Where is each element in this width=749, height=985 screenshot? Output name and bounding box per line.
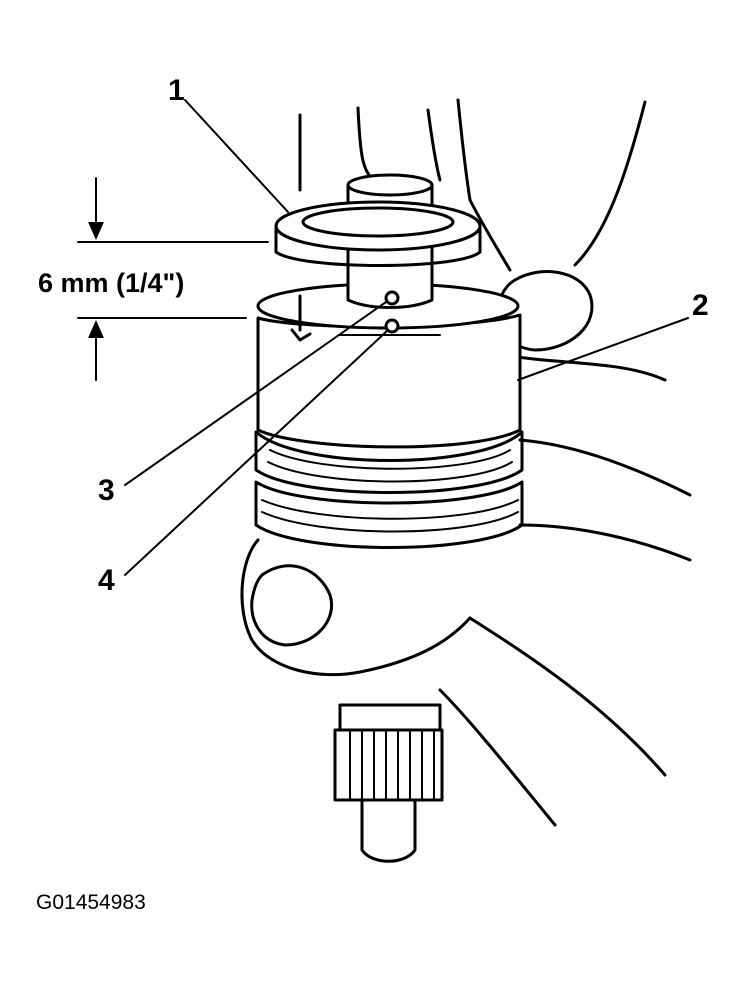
pin-3 bbox=[384, 290, 400, 306]
callout-2: 2 bbox=[692, 289, 709, 322]
lower-hand-drawing bbox=[240, 438, 692, 827]
callout-4: 4 bbox=[98, 564, 115, 597]
callout-1: 1 bbox=[168, 74, 185, 107]
callout-3: 3 bbox=[98, 474, 115, 507]
dimension-marker: 6 mm (1/4") bbox=[38, 177, 269, 381]
dimension-label: 6 mm (1/4") bbox=[38, 268, 184, 298]
nozzle-tip bbox=[333, 703, 444, 863]
washer bbox=[274, 200, 482, 267]
callout-leaders bbox=[124, 99, 689, 576]
figure-id: G01454983 bbox=[36, 891, 146, 914]
pin-4 bbox=[384, 318, 400, 334]
